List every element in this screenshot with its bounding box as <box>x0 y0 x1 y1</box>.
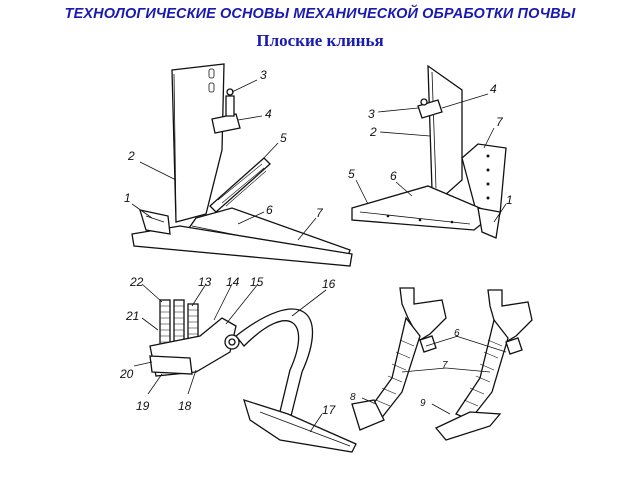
fig-a-label-5: 5 <box>280 131 287 145</box>
fig-c-label-22: 22 <box>129 275 144 289</box>
fig-a-label-1: 1 <box>124 191 131 205</box>
fig-c-label-17: 17 <box>322 403 337 417</box>
fig-d-label-8: 8 <box>350 392 356 403</box>
figure-c-spring-tine: 22 13 14 15 16 21 20 19 18 17 <box>119 275 357 453</box>
fig-a-label-7: 7 <box>316 206 324 220</box>
fig-c-label-20: 20 <box>119 367 134 381</box>
fig-c-label-21: 21 <box>125 309 139 323</box>
fig-b-label-3: 3 <box>368 107 375 121</box>
fig-d-label-7: 7 <box>442 360 448 371</box>
figure-a-plow-body: 3 4 5 2 6 1 7 <box>124 63 353 267</box>
fig-a-label-3: 3 <box>260 68 267 82</box>
fig-c-label-15: 15 <box>250 275 264 289</box>
fig-b-label-7: 7 <box>496 115 504 129</box>
fig-b-label-6: 6 <box>390 169 397 183</box>
fig-c-label-19: 19 <box>136 399 150 413</box>
figure-d-chisel-tines: 6 7 8 9 <box>350 287 533 441</box>
fig-a-label-4: 4 <box>265 107 272 121</box>
fig-c-label-14: 14 <box>226 275 240 289</box>
page-subtitle: Плоские клинья <box>256 31 384 50</box>
fig-b-label-5: 5 <box>348 167 355 181</box>
fig-a-label-2: 2 <box>127 149 135 163</box>
fig-b-label-2: 2 <box>369 125 377 139</box>
fig-a-label-6: 6 <box>266 203 273 217</box>
fig-c-label-16: 16 <box>322 277 336 291</box>
page-title: ТЕХНОЛОГИЧЕСКИЕ ОСНОВЫ МЕХАНИЧЕСКОЙ ОБРА… <box>64 6 576 22</box>
figure-b-plow-body: 4 3 2 7 5 6 1 <box>348 64 513 239</box>
fig-d-label-6: 6 <box>454 328 460 339</box>
fig-b-label-4: 4 <box>490 82 497 96</box>
fig-b-label-1: 1 <box>506 193 513 207</box>
fig-d-label-9: 9 <box>420 398 426 409</box>
fig-c-label-13: 13 <box>198 275 212 289</box>
fig-c-label-18: 18 <box>178 399 192 413</box>
